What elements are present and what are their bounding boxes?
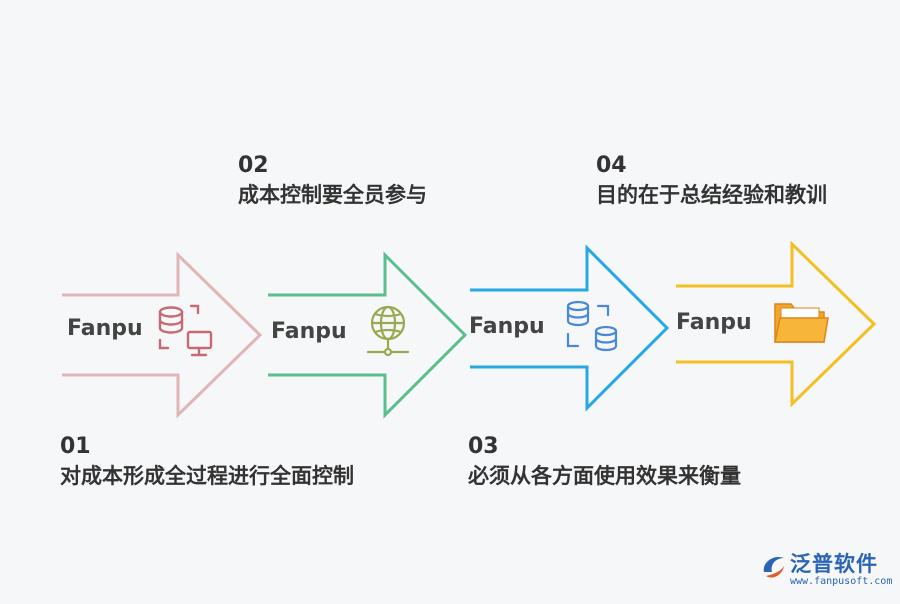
- step-3-text: 必须从各方面使用效果来衡量: [468, 464, 741, 488]
- database-computer-icon: [158, 304, 213, 357]
- arrow-1: [62, 251, 263, 419]
- step-3-number: 03: [468, 434, 499, 459]
- step-1-caption: 01 对成本形成全过程进行全面控制: [60, 433, 354, 491]
- arrow-3: [470, 244, 670, 412]
- database-sync-icon: [566, 300, 618, 352]
- folder-icon: [774, 303, 829, 343]
- arrow-4-label: Fanpu: [676, 310, 752, 335]
- brand-name: 泛普软件: [790, 552, 878, 576]
- step-4-caption: 04 目的在于总结经验和教训: [596, 152, 827, 210]
- arrow-1-label: Fanpu: [67, 316, 143, 341]
- step-3-caption: 03 必须从各方面使用效果来衡量: [468, 433, 741, 491]
- step-4-text: 目的在于总结经验和教训: [596, 183, 827, 207]
- brand-watermark: 泛普软件 www.fanpusoft.com: [760, 548, 892, 594]
- arrow-3-label: Fanpu: [469, 314, 545, 339]
- step-4-number: 04: [596, 153, 627, 178]
- brand-logo-icon: [763, 556, 784, 578]
- brand-url: www.fanpusoft.com: [790, 576, 893, 587]
- globe-network-icon: [366, 305, 410, 357]
- step-2-number: 02: [238, 153, 269, 178]
- arrow-2-label: Fanpu: [271, 319, 347, 344]
- step-2-caption: 02 成本控制要全员参与: [238, 152, 427, 210]
- step-1-number: 01: [60, 434, 91, 459]
- arrow-4: [676, 240, 877, 408]
- step-2-text: 成本控制要全员参与: [238, 183, 427, 207]
- step-1-text: 对成本形成全过程进行全面控制: [60, 464, 354, 488]
- arrow-2: [268, 251, 468, 419]
